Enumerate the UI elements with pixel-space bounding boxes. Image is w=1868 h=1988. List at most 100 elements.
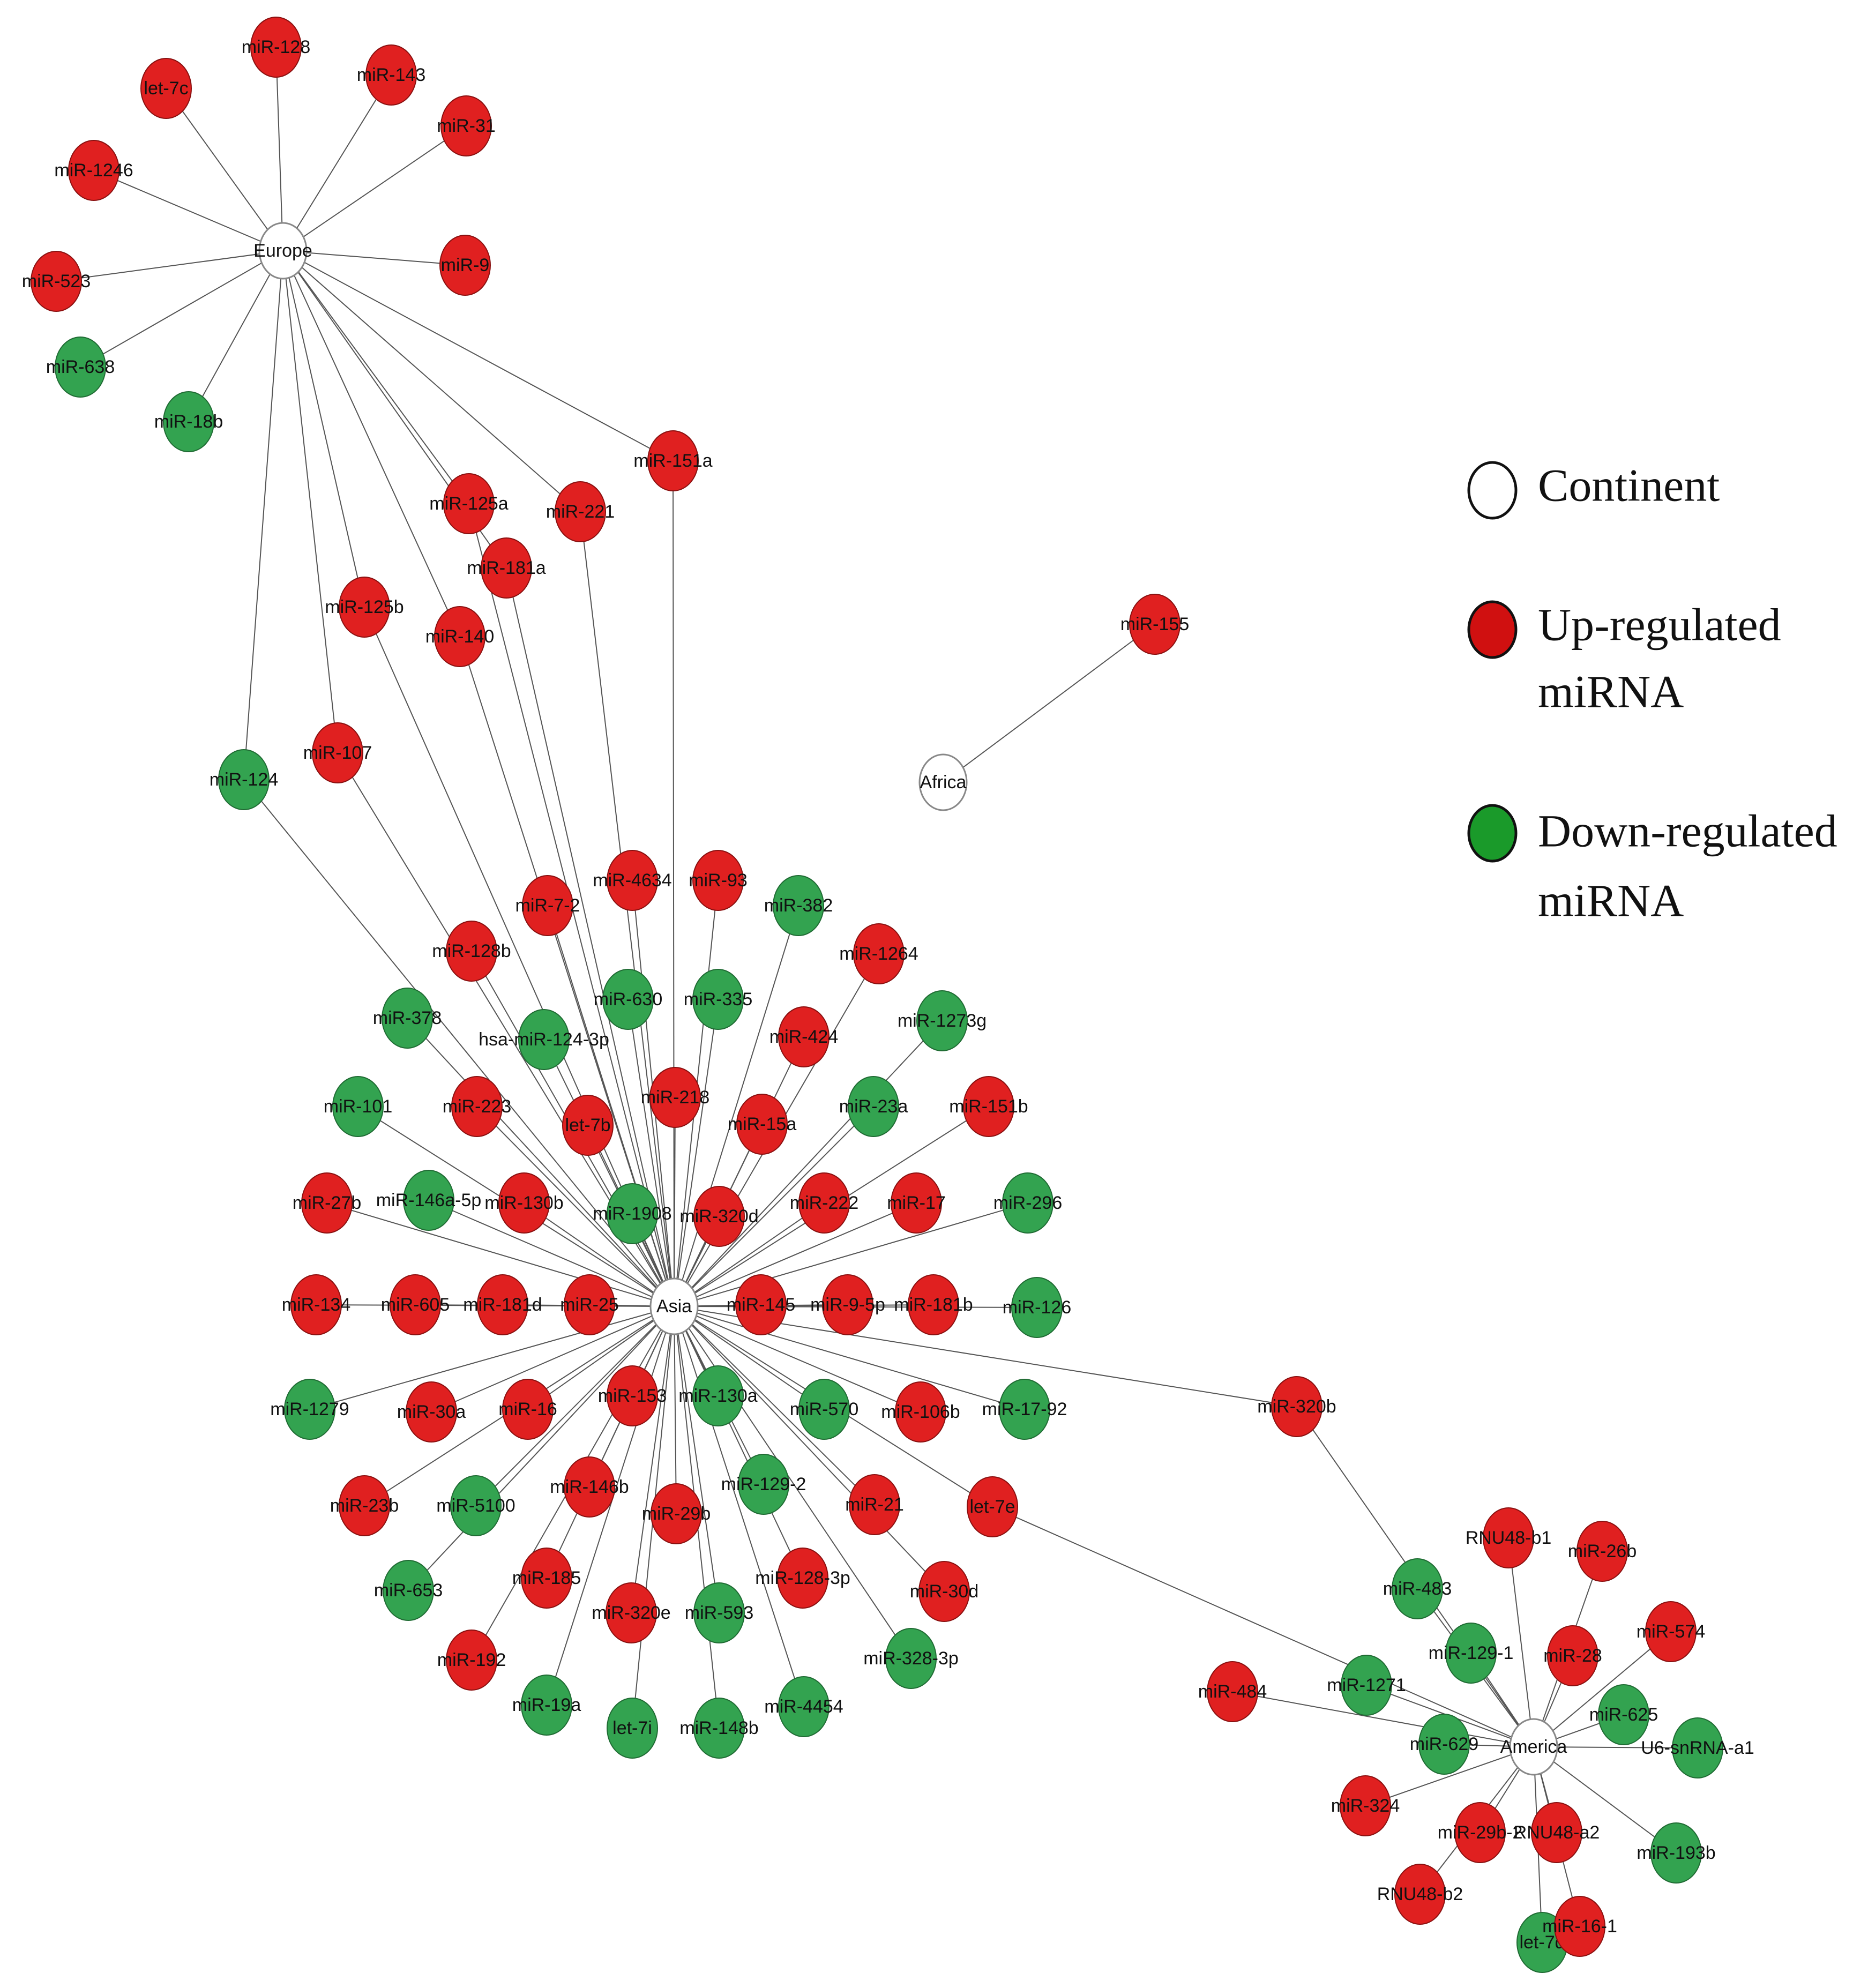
mirna-node-mir-30a[interactable]: miR-30a xyxy=(397,1381,466,1443)
mirna-node-let-7c[interactable]: let-7c xyxy=(140,58,192,119)
mirna-node-mir-126[interactable]: miR-126 xyxy=(1003,1277,1071,1338)
mirna-node-mir-128b[interactable]: miR-128b xyxy=(432,921,511,982)
mirna-node-mir-181d[interactable]: miR-181d xyxy=(463,1274,542,1335)
mirna-node-mir-1908[interactable]: miR-1908 xyxy=(593,1183,672,1244)
mirna-node-mir-17-92[interactable]: miR-17-92 xyxy=(982,1379,1067,1440)
mirna-node-mir-125b[interactable]: miR-125b xyxy=(325,577,404,638)
mirna-node-mir-1279[interactable]: miR-1279 xyxy=(270,1379,349,1440)
mirna-node-u6-snrna-a1[interactable]: U6-snRNA-a1 xyxy=(1641,1717,1754,1778)
mirna-node-mir-143[interactable]: miR-143 xyxy=(357,44,425,106)
mirna-node-mir-335[interactable]: miR-335 xyxy=(684,969,752,1030)
mirna-node-mir-129-2[interactable]: miR-129-2 xyxy=(721,1454,806,1515)
mirna-node-mir-16[interactable]: miR-16 xyxy=(498,1379,557,1440)
mirna-node-mir-30d[interactable]: miR-30d xyxy=(910,1561,978,1622)
mirna-node-mir-155[interactable]: miR-155 xyxy=(1120,594,1189,655)
mirna-node-mir-222[interactable]: miR-222 xyxy=(790,1172,858,1234)
mirna-node-mir-1273g[interactable]: miR-1273g xyxy=(898,990,987,1051)
mirna-node-mir-21[interactable]: miR-21 xyxy=(845,1474,904,1535)
mirna-node-mir-4454[interactable]: miR-4454 xyxy=(764,1676,843,1737)
mirna-node-mir-296[interactable]: miR-296 xyxy=(993,1172,1062,1234)
mirna-node-mir-193b[interactable]: miR-193b xyxy=(1637,1822,1716,1884)
mirna-node-mir-140[interactable]: miR-140 xyxy=(425,606,494,667)
mirna-node-mir-625[interactable]: miR-625 xyxy=(1589,1684,1658,1745)
mirna-node-mir-484[interactable]: miR-484 xyxy=(1198,1661,1267,1722)
mirna-node-mir-653[interactable]: miR-653 xyxy=(374,1560,443,1621)
mirna-node-mir-31[interactable]: miR-31 xyxy=(437,95,496,156)
mirna-node-mir-23a[interactable]: miR-23a xyxy=(839,1076,908,1137)
mirna-node-hsa-mir-124-3p[interactable]: hsa-miR-124-3p xyxy=(479,1009,609,1070)
mirna-node-mir-320d[interactable]: miR-320d xyxy=(679,1186,759,1247)
mirna-node-mir-128-3p[interactable]: miR-128-3p xyxy=(755,1548,850,1609)
mirna-node-mir-101[interactable]: miR-101 xyxy=(324,1076,392,1137)
mirna-node-mir-134[interactable]: miR-134 xyxy=(282,1274,350,1335)
continent-node-europe[interactable]: Europe xyxy=(253,222,312,280)
mirna-node-mir-129-1[interactable]: miR-129-1 xyxy=(1429,1623,1514,1684)
mirna-node-rnu48-b2[interactable]: RNU48-b2 xyxy=(1377,1864,1463,1925)
mirna-node-mir-320b[interactable]: miR-320b xyxy=(1257,1376,1336,1437)
mirna-node-mir-93[interactable]: miR-93 xyxy=(689,850,748,911)
mirna-node-mir-1264[interactable]: miR-1264 xyxy=(839,923,918,984)
mirna-node-let-7i[interactable]: let-7i xyxy=(607,1698,658,1759)
mirna-node-mir-574[interactable]: miR-574 xyxy=(1637,1601,1705,1662)
mirna-node-mir-378[interactable]: miR-378 xyxy=(373,988,442,1049)
mirna-node-mir-106b[interactable]: miR-106b xyxy=(881,1381,960,1443)
continent-node-america[interactable]: America xyxy=(1500,1718,1567,1776)
mirna-node-mir-151a[interactable]: miR-151a xyxy=(633,430,713,491)
mirna-node-mir-629[interactable]: miR-629 xyxy=(1410,1714,1478,1775)
mirna-node-mir-185[interactable]: miR-185 xyxy=(512,1548,581,1609)
mirna-node-mir-483[interactable]: miR-483 xyxy=(1383,1558,1452,1619)
mirna-node-mir-192[interactable]: miR-192 xyxy=(437,1630,506,1691)
mirna-node-mir-146b[interactable]: miR-146b xyxy=(550,1456,629,1518)
mirna-node-mir-9[interactable]: miR-9 xyxy=(439,235,491,296)
mirna-node-mir-28[interactable]: miR-28 xyxy=(1543,1625,1602,1686)
mirna-node-mir-130b[interactable]: miR-130b xyxy=(484,1172,564,1234)
continent-node-africa[interactable]: Africa xyxy=(918,753,968,811)
mirna-node-mir-146a-5p[interactable]: miR-146a-5p xyxy=(376,1170,482,1231)
mirna-node-mir-218[interactable]: miR-218 xyxy=(641,1067,709,1128)
mirna-node-mir-5100[interactable]: miR-5100 xyxy=(436,1475,515,1536)
mirna-node-mir-630[interactable]: miR-630 xyxy=(594,969,662,1030)
continent-node-asia[interactable]: Asia xyxy=(649,1277,699,1335)
mirna-node-let-7e[interactable]: let-7e xyxy=(967,1476,1018,1537)
mirna-node-mir-19a[interactable]: miR-19a xyxy=(512,1675,581,1736)
mirna-node-mir-125a[interactable]: miR-125a xyxy=(429,473,509,534)
mirna-node-mir-153[interactable]: miR-153 xyxy=(598,1365,667,1426)
mirna-node-mir-638[interactable]: miR-638 xyxy=(46,337,115,398)
mirna-node-mir-221[interactable]: miR-221 xyxy=(546,481,615,542)
mirna-node-mir-25[interactable]: miR-25 xyxy=(560,1274,619,1335)
mirna-node-mir-15a[interactable]: miR-15a xyxy=(728,1094,797,1155)
mirna-node-mir-1246[interactable]: miR-1246 xyxy=(54,140,133,201)
mirna-node-mir-9-5p[interactable]: miR-9-5p xyxy=(810,1274,885,1335)
mirna-node-mir-18b[interactable]: miR-18b xyxy=(154,391,223,452)
mirna-node-mir-128[interactable]: miR-128 xyxy=(242,17,310,78)
mirna-node-mir-181a[interactable]: miR-181a xyxy=(467,537,546,599)
mirna-node-mir-23b[interactable]: miR-23b xyxy=(330,1475,399,1536)
mirna-node-rnu48-b1[interactable]: RNU48-b1 xyxy=(1466,1507,1552,1568)
mirna-node-mir-328-3p[interactable]: miR-328-3p xyxy=(863,1628,959,1689)
mirna-node-mir-16-1[interactable]: miR-16-1 xyxy=(1542,1896,1617,1957)
mirna-node-mir-382[interactable]: miR-382 xyxy=(764,875,833,936)
mirna-node-mir-320e[interactable]: miR-320e xyxy=(592,1582,671,1643)
mirna-node-mir-124[interactable]: miR-124 xyxy=(210,749,278,810)
mirna-node-mir-324[interactable]: miR-324 xyxy=(1331,1775,1400,1836)
mirna-node-mir-7-2[interactable]: miR-7-2 xyxy=(515,875,580,936)
mirna-node-mir-223[interactable]: miR-223 xyxy=(443,1076,511,1137)
mirna-node-mir-148b[interactable]: miR-148b xyxy=(679,1698,759,1759)
mirna-node-mir-1271[interactable]: miR-1271 xyxy=(1327,1655,1406,1716)
mirna-node-mir-107[interactable]: miR-107 xyxy=(303,722,372,783)
mirna-node-mir-523[interactable]: miR-523 xyxy=(22,251,91,312)
mirna-node-mir-570[interactable]: miR-570 xyxy=(790,1379,858,1440)
mirna-node-mir-29b[interactable]: miR-29b xyxy=(642,1483,711,1544)
mirna-node-mir-605[interactable]: miR-605 xyxy=(381,1274,450,1335)
mirna-node-mir-26b[interactable]: miR-26b xyxy=(1568,1521,1637,1582)
mirna-node-mir-17[interactable]: miR-17 xyxy=(887,1172,946,1234)
mirna-node-mir-145[interactable]: miR-145 xyxy=(727,1274,795,1335)
mirna-node-mir-4634[interactable]: miR-4634 xyxy=(593,850,672,911)
mirna-node-rnu48-a2[interactable]: RNU48-a2 xyxy=(1514,1802,1600,1863)
mirna-node-mir-424[interactable]: miR-424 xyxy=(769,1006,838,1067)
mirna-node-mir-27b[interactable]: miR-27b xyxy=(293,1172,361,1234)
mirna-node-mir-130a[interactable]: miR-130a xyxy=(678,1365,758,1426)
mirna-node-mir-593[interactable]: miR-593 xyxy=(685,1582,753,1643)
mirna-node-mir-29b-2[interactable]: miR-29b-2 xyxy=(1438,1802,1523,1863)
mirna-node-mir-181b[interactable]: miR-181b xyxy=(894,1274,973,1335)
